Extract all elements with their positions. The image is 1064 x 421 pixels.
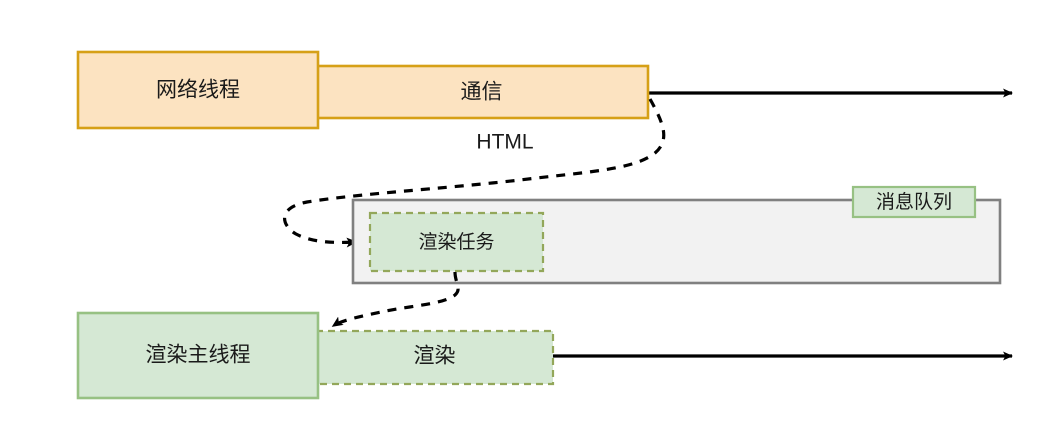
message-queue-label: 消息队列: [876, 191, 952, 213]
edge-html-label: HTML: [476, 131, 533, 154]
queue-item-render-task: [368, 211, 545, 273]
lane-box-render-main-thread: [76, 311, 320, 400]
task-block-render: [314, 329, 555, 386]
task-block-render-label: 渲染: [414, 345, 456, 368]
lane-box-render-main-thread-label: 渲染主线程: [146, 344, 251, 367]
lane-box-network-thread-label: 网络线程: [156, 79, 240, 102]
edge-task-dispatch-dashed-path: [331, 271, 460, 328]
queue-item-render-task-label: 渲染任务: [418, 231, 494, 253]
lane-box-network-thread: [76, 50, 320, 130]
task-block-communication: [313, 64, 650, 120]
message-queue-label-box: [851, 185, 977, 219]
edge-html-dashed-path: [283, 98, 666, 248]
task-block-communication-label: 通信: [461, 81, 503, 104]
